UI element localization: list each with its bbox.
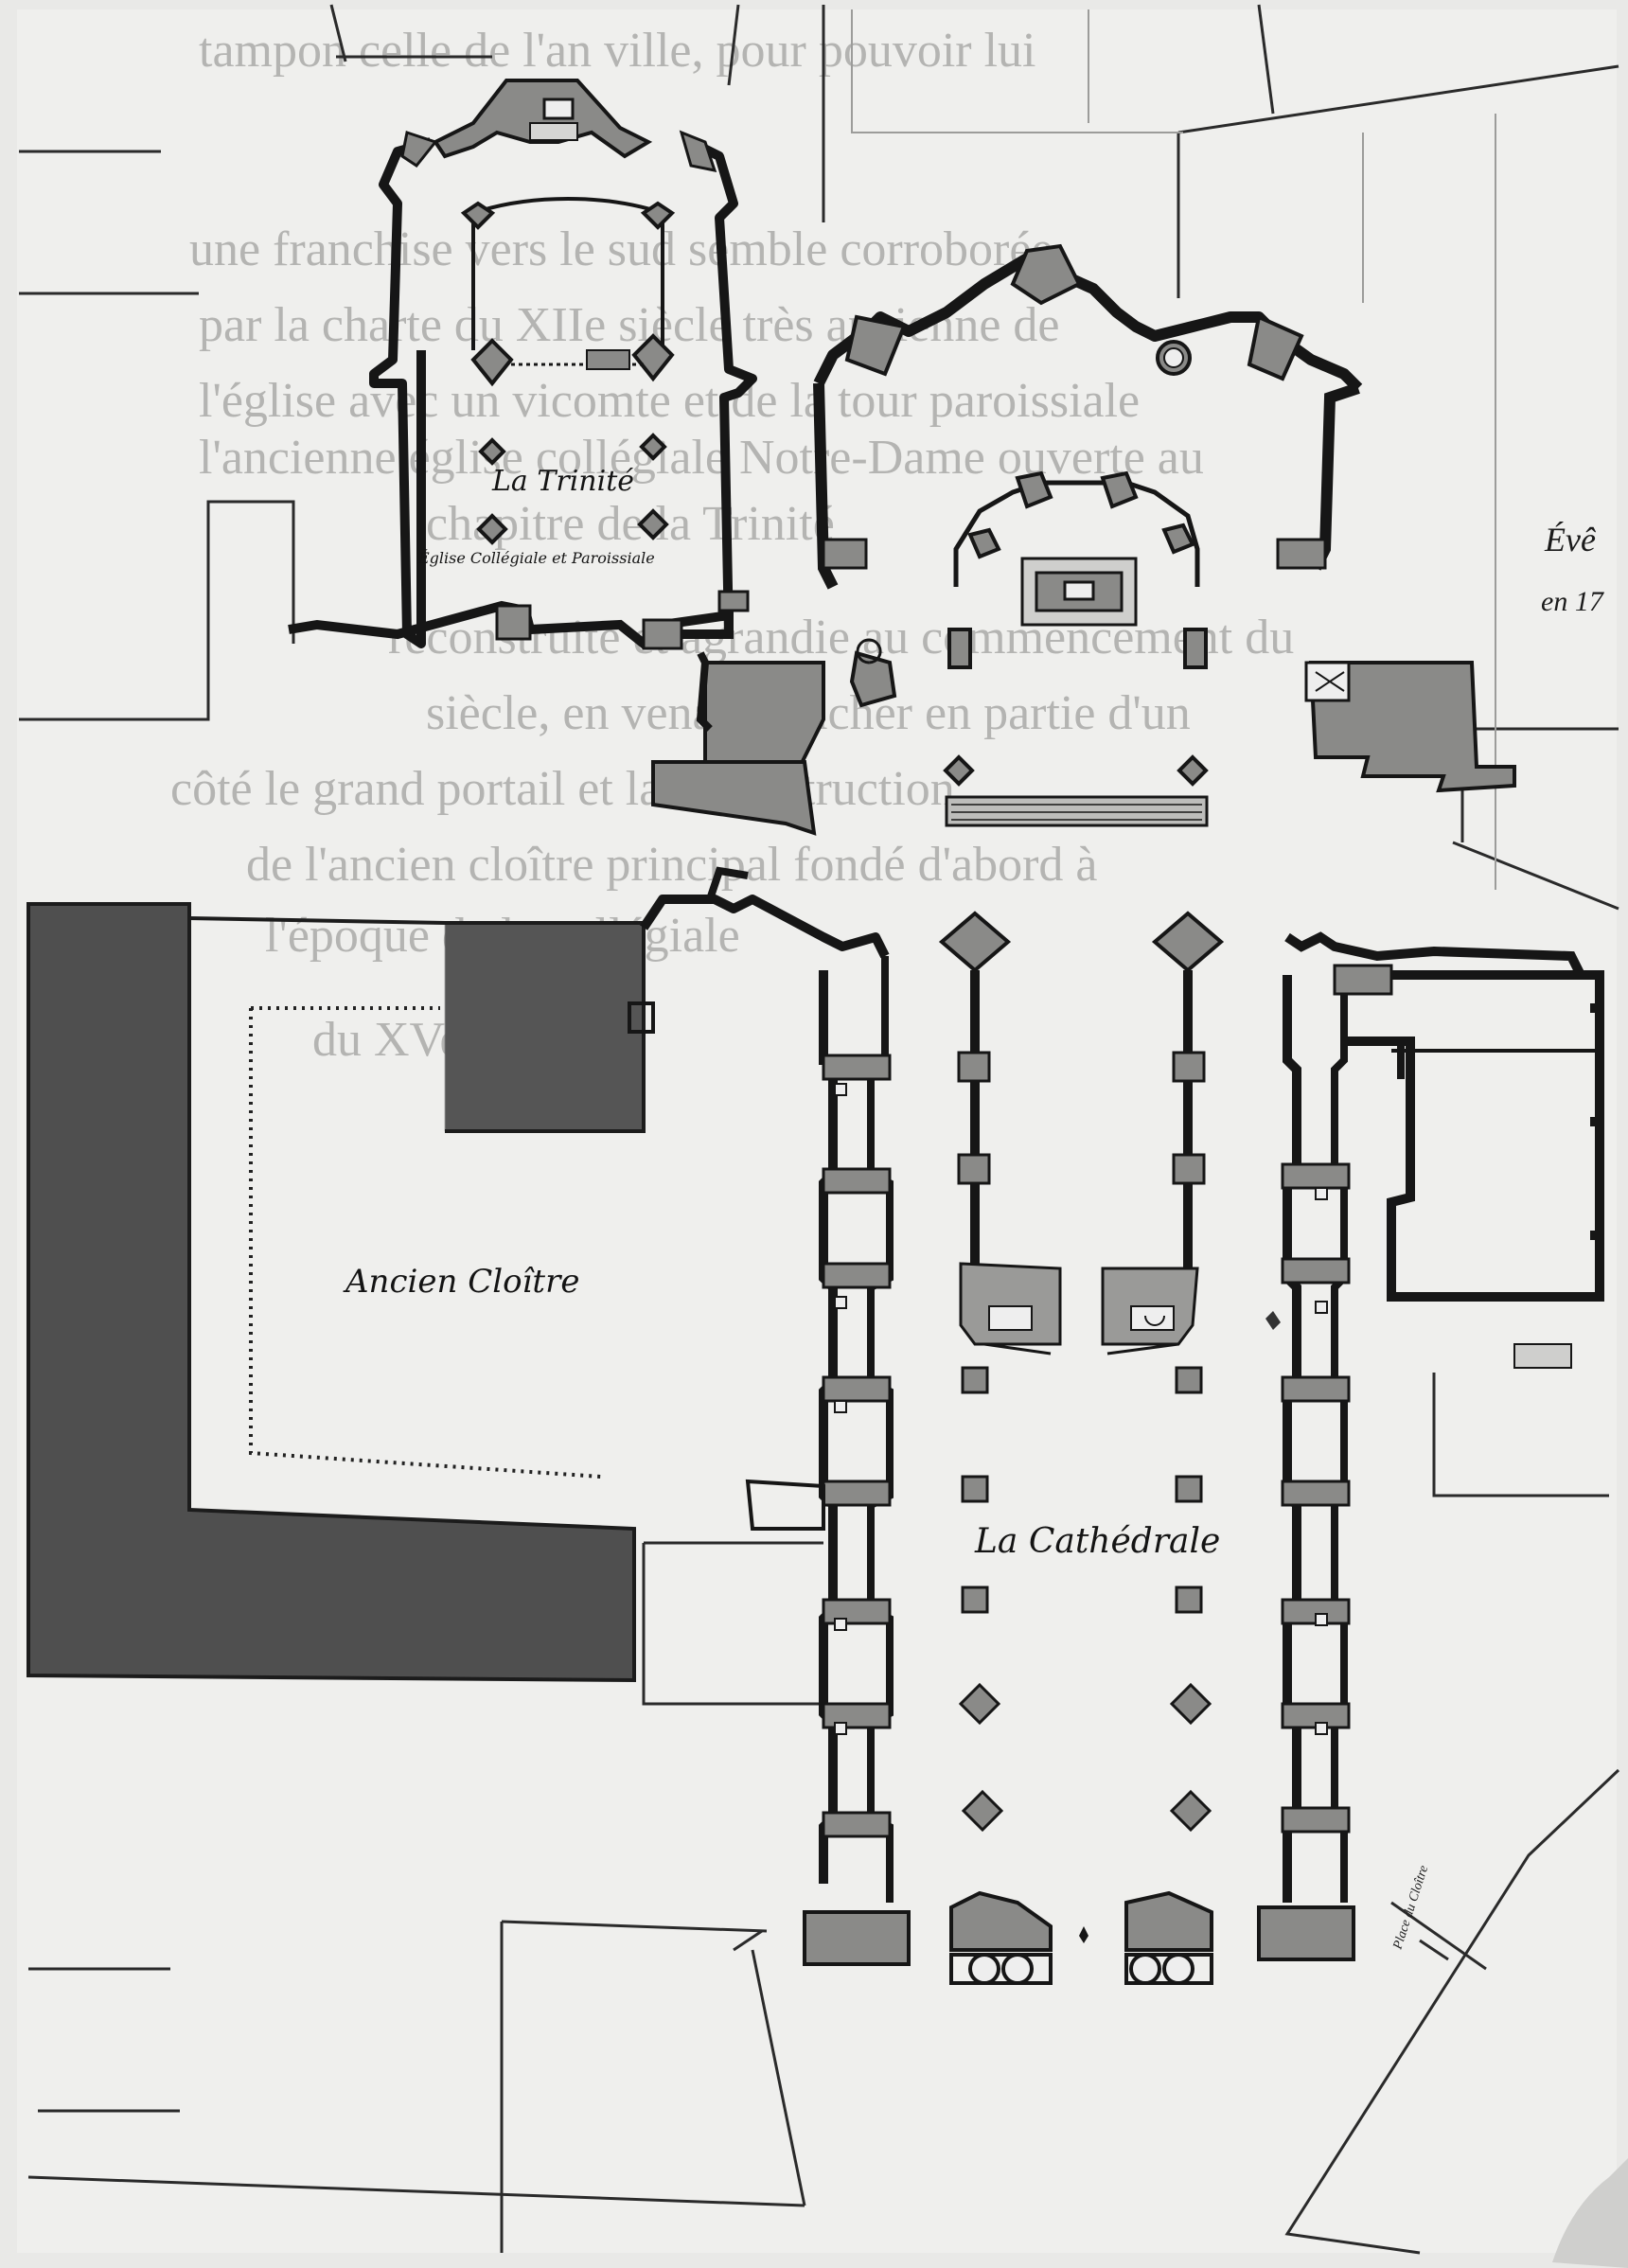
label-ancien-cloitre: Ancien Cloître bbox=[343, 1263, 579, 1301]
label-eveche-year: en 17 bbox=[1541, 586, 1605, 617]
trinite-church bbox=[288, 79, 757, 650]
faint-parcel-lines bbox=[851, 9, 1496, 890]
bleed-line: une franchise vers le sud semble corrobo… bbox=[189, 222, 1053, 276]
label-trinite-subtitle: Église Collégiale et Paroissiale bbox=[417, 548, 655, 567]
bleed-line: reconstruite et agrandie au commencement… bbox=[388, 611, 1294, 664]
label-trinite: La Trinité bbox=[491, 465, 634, 498]
corner-stain bbox=[1552, 2158, 1628, 2268]
connecting-buildings bbox=[628, 590, 825, 1531]
north-chapels bbox=[819, 956, 894, 1903]
label-cathedrale: La Cathédrale bbox=[974, 1522, 1220, 1561]
bleed-line: côté le grand portail et la reconstructi… bbox=[170, 762, 955, 816]
label-eveche: Évê bbox=[1544, 521, 1596, 558]
bleed-line: de l'ancien cloître principal fondé d'ab… bbox=[246, 838, 1097, 892]
cathedrale-church bbox=[639, 243, 1604, 1985]
cloister-shading bbox=[27, 902, 646, 1683]
bleed-line: l'ancienne église collégiale Notre-Dame … bbox=[199, 431, 1204, 485]
bleed-line: l'église avec un vicomte et de la tour p… bbox=[199, 374, 1140, 428]
south-chapels bbox=[1281, 975, 1351, 1903]
bleed-line: tampon celle de l'an ville, pour pouvoir… bbox=[199, 24, 1035, 78]
